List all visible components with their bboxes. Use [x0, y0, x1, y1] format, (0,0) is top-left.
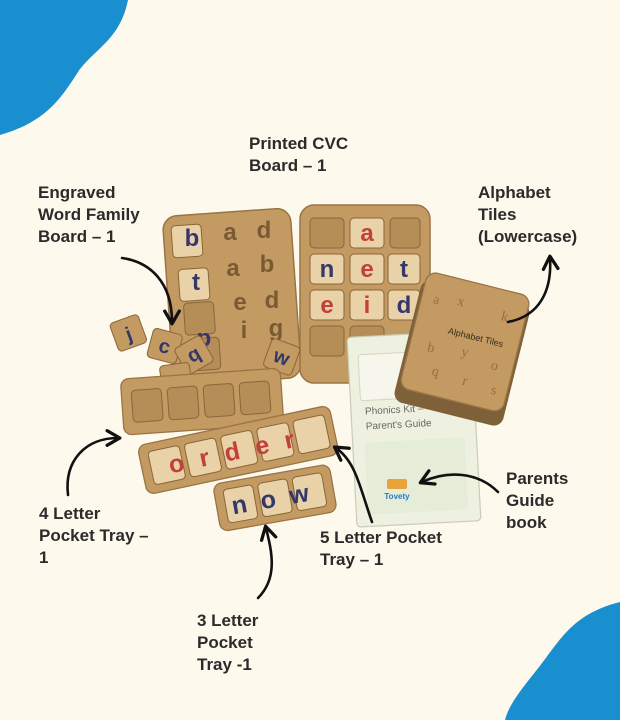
svg-text:x: x [456, 294, 466, 310]
label-three-letter-pocket-tray: 3 Letter Pocket Tray -1 [197, 610, 258, 676]
svg-text:r: r [461, 374, 469, 390]
loose-tile-letter: w [269, 345, 292, 371]
label-alphabet-tiles: Alphabet Tiles (Lowercase) [478, 182, 577, 248]
brand-logo-text: Tovety [384, 492, 410, 501]
engraved-board-letter-group: b a d t a b e d p i g [185, 217, 284, 352]
label-line: Alphabet [478, 183, 551, 202]
guide-title-line: Phonics Kit – [365, 403, 424, 417]
label-line: Engraved [38, 183, 116, 202]
engraved-tile-letter: d [257, 217, 272, 244]
label-line: Tray – 1 [320, 550, 384, 569]
loose-tile: c [146, 327, 183, 364]
loose-tile-letter: c [156, 335, 172, 359]
label-line: 4 Letter [39, 504, 101, 523]
engraved-tile-letter: t [192, 269, 200, 296]
svg-text:b: b [426, 340, 436, 356]
engraved-tile-letter: b [260, 251, 275, 278]
engraved-tile-letter: i [241, 317, 248, 344]
label-line: Board – 1 [249, 156, 327, 175]
cvc-tile-letter: n [320, 256, 335, 283]
svg-text:s: s [489, 383, 498, 399]
engraved-tile-letter: d [265, 287, 280, 314]
corner-blob-top-left [0, 0, 128, 135]
label-five-letter-pocket-tray: 5 Letter Pocket Tray – 1 [320, 527, 442, 571]
cvc-board-letter-group: a n e t e i d [320, 220, 412, 319]
label-line: 1 [39, 548, 49, 567]
label-line: Guide [506, 491, 555, 510]
label-four-letter-pocket-tray: 4 Letter Pocket Tray – 1 [39, 503, 149, 569]
cvc-tile-letter: a [360, 220, 374, 247]
label-line: 5 Letter Pocket [320, 528, 442, 547]
corner-blob-bottom-right [505, 602, 620, 720]
arrow-icon [66, 429, 122, 497]
svg-text:y: y [460, 345, 470, 361]
four-letter-pocket-tray [120, 367, 284, 436]
label-printed-cvc-board: Printed CVC Board – 1 [249, 133, 348, 177]
label-line: Printed CVC [249, 134, 349, 153]
svg-text:q: q [430, 364, 440, 380]
label-line: Word Family [38, 205, 140, 224]
svg-text:a: a [432, 292, 442, 308]
label-parents-guide-book: Parents Guide book [506, 468, 568, 534]
engraved-tile-letter: a [223, 219, 237, 246]
engraved-tile-letter: g [269, 315, 284, 342]
cvc-tile-letter: t [400, 256, 408, 283]
arrow-icon [120, 256, 181, 326]
guide-title-line: Parent's Guide [366, 418, 433, 432]
five-letter-pocket-tray: order [137, 405, 339, 494]
cvc-tile-letter: e [320, 292, 333, 319]
brand-logo-shape [387, 479, 407, 489]
svg-text:o: o [489, 358, 499, 374]
cvc-tile-letter: i [364, 292, 371, 319]
label-line: (Lowercase) [478, 227, 578, 246]
label-line: Tray -1 [197, 655, 252, 674]
arrow-icon [332, 445, 374, 524]
label-line: Parents [506, 469, 569, 488]
label-engraved-word-family-board: Engraved Word Family Board – 1 [38, 182, 140, 248]
label-line: book [506, 513, 547, 532]
cvc-tile-letter: e [360, 256, 373, 283]
engraved-tile-letter: b [185, 225, 200, 252]
arrow-icon [256, 524, 278, 600]
label-line: Tiles [478, 205, 517, 224]
engraved-tile-letter: e [233, 289, 246, 316]
loose-tile: j [109, 314, 147, 352]
engraved-tile-letter: a [226, 255, 240, 282]
label-line: 3 Letter [197, 611, 259, 630]
svg-text:k: k [499, 309, 509, 325]
label-line: Board – 1 [38, 227, 116, 246]
label-line: Pocket Tray – [39, 526, 149, 545]
arrow-icon [418, 469, 500, 494]
arrow-icon [506, 254, 560, 324]
three-letter-pocket-tray: now [213, 464, 337, 532]
label-line: Pocket [197, 633, 253, 652]
cvc-tile-letter: d [397, 292, 412, 319]
